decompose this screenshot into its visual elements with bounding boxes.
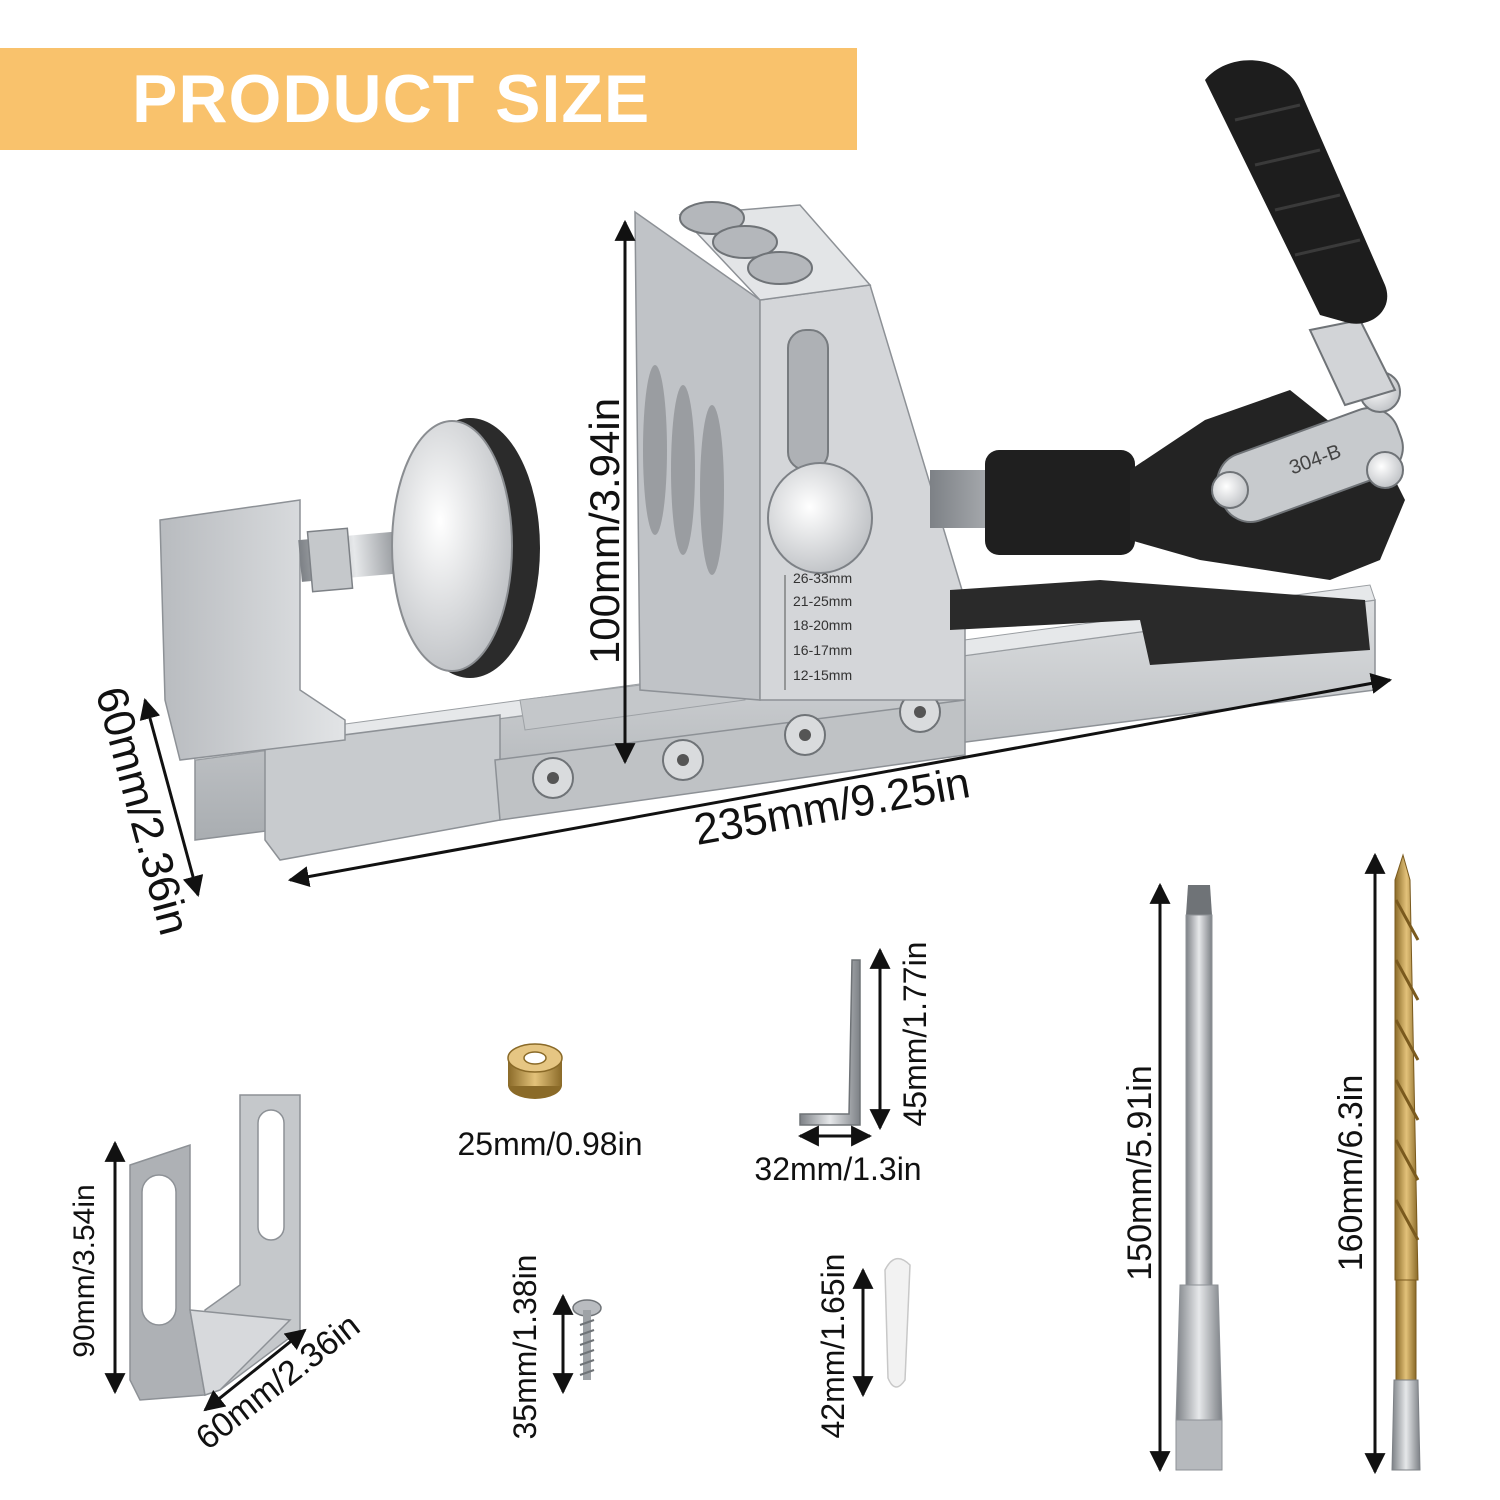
depth-collar [507, 1043, 563, 1099]
driver-bit-label: 150mm/5.91in [1121, 1065, 1159, 1281]
hex-key-height-label: 45mm/1.77in [897, 941, 933, 1127]
page-title: PRODUCT SIZE [132, 61, 651, 137]
svg-text:21-25mm: 21-25mm [793, 593, 852, 609]
clamp-sleeve [985, 450, 1135, 555]
wood-plug [884, 1257, 911, 1388]
step-drill-bit [1391, 853, 1421, 1471]
hex-key-width-label: 32mm/1.3in [754, 1151, 922, 1187]
depth-knob [767, 462, 873, 574]
bracket-height-label: 90mm/3.54in [68, 1184, 101, 1358]
svg-text:26-33mm: 26-33mm [793, 570, 852, 586]
width-dimension-arrow [139, 697, 204, 898]
svg-text:18-20mm: 18-20mm [793, 617, 852, 633]
clamp-handle-grip [1205, 60, 1388, 324]
pocket-screw [572, 1299, 602, 1380]
jig-height-label: 100mm/3.94in [581, 397, 628, 665]
collar-size-label: 25mm/0.98in [457, 1126, 643, 1162]
bracket-width-arrow [203, 1328, 307, 1412]
hex-key [799, 959, 861, 1126]
svg-text:16-17mm: 16-17mm [793, 642, 852, 658]
plug-length-label: 42mm/1.65in [815, 1253, 851, 1439]
pocket-hole-jig: 26-33mm 21-25mm 18-20mm 16-17mm 12-15mm … [159, 60, 1405, 861]
length-dimension-arrow [287, 673, 1393, 887]
title-banner [0, 48, 857, 150]
drill-guide-holes [679, 201, 813, 285]
screw-length-label: 35mm/1.38in [507, 1254, 543, 1440]
drill-bit-label: 160mm/6.3in [1332, 1074, 1370, 1272]
svg-text:12-15mm: 12-15mm [793, 667, 852, 683]
toggle-clamp-base [950, 580, 1370, 665]
driver-bit [1175, 885, 1223, 1471]
